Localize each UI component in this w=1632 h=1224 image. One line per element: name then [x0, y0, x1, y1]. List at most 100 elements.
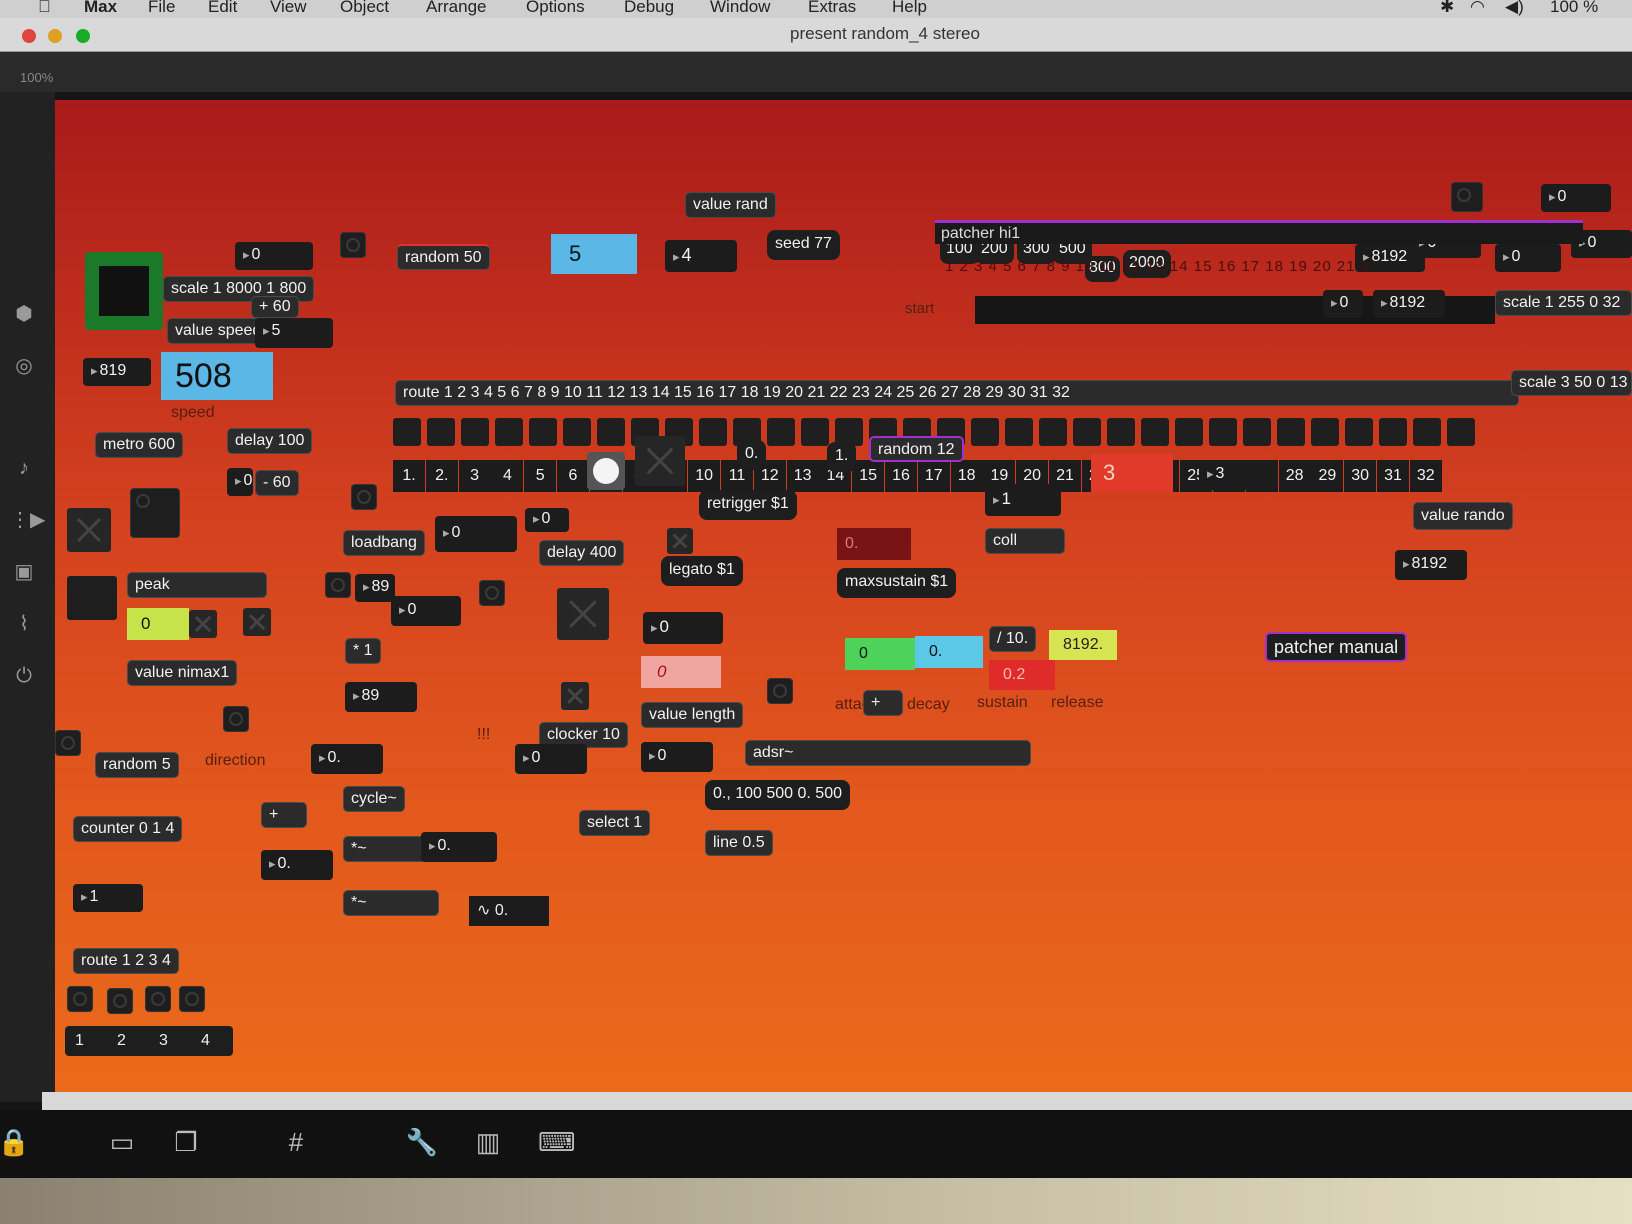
minimize-window-button[interactable]	[48, 29, 62, 43]
envelope-message[interactable]: 0., 100 500 0. 500	[705, 780, 850, 810]
route-32-object[interactable]: route 1 2 3 4 5 6 7 8 9 10 11 12 13 14 1…	[395, 380, 1519, 406]
preset-2000-message[interactable]: 2000	[1123, 250, 1171, 278]
value-rand-object[interactable]: value rand	[685, 192, 776, 218]
number-0-mid[interactable]: 0	[525, 508, 569, 532]
menu-help[interactable]: Help	[892, 0, 927, 16]
lock-icon[interactable]: 🔒	[0, 1127, 31, 1157]
loadbang-object[interactable]: loadbang	[343, 530, 425, 556]
peak-object[interactable]: peak	[127, 572, 267, 598]
peak-number[interactable]: 0	[127, 608, 189, 640]
presentation-icon[interactable]: ▭	[109, 1127, 135, 1157]
step-toggle[interactable]	[1039, 418, 1067, 446]
step-toggle[interactable]	[1005, 418, 1033, 446]
loadbang-number[interactable]: 0	[435, 516, 517, 552]
bang-random5[interactable]	[55, 730, 81, 756]
number-0-small[interactable]: 0	[227, 468, 253, 496]
legato-message[interactable]: legato $1	[661, 556, 743, 586]
toggle-clocker[interactable]	[561, 682, 589, 710]
battery-label[interactable]: 100 %	[1550, 0, 1599, 16]
number-819[interactable]: 819	[83, 358, 151, 386]
step-toggle[interactable]	[971, 418, 999, 446]
route-num-3[interactable]: 3	[159, 1032, 168, 1049]
bang-button[interactable]	[340, 232, 366, 258]
step-toggle[interactable]	[1277, 418, 1305, 446]
matrix-icon[interactable]	[67, 576, 117, 620]
number-3[interactable]: 3	[1199, 460, 1271, 490]
step-toggle[interactable]	[563, 418, 591, 446]
step-toggle[interactable]	[1345, 418, 1373, 446]
times-1-object[interactable]: * 1	[345, 638, 381, 664]
multiply-signal-1[interactable]: *~	[343, 836, 431, 862]
bang-white[interactable]	[587, 452, 625, 490]
menu-edit[interactable]: Edit	[208, 0, 238, 16]
number-0-b[interactable]: 0	[391, 596, 461, 626]
patcher-manual-object[interactable]: patcher manual	[1265, 632, 1408, 662]
grid-icon[interactable]: #	[288, 1127, 304, 1157]
multiply-signal-number[interactable]: 0.	[421, 832, 497, 862]
line-object[interactable]: line 0.5	[705, 830, 773, 856]
retrigger-message[interactable]: retrigger $1	[699, 490, 797, 520]
signal-number[interactable]: ∿ 0.	[469, 896, 549, 926]
toggle-mid-big[interactable]	[557, 588, 609, 640]
counter-object[interactable]: counter 0 1 4	[73, 816, 183, 842]
step-toggle[interactable]	[767, 418, 795, 446]
number-4[interactable]: 4	[665, 240, 737, 272]
number-top-left[interactable]: 0	[235, 242, 313, 270]
toggle-mid-x[interactable]	[635, 436, 685, 486]
keyboard-icon[interactable]: ⌨	[538, 1127, 576, 1157]
divide-10-object[interactable]: / 10.	[989, 626, 1037, 652]
step-number[interactable]: 1.	[393, 460, 425, 492]
bang-nimax[interactable]	[223, 706, 249, 732]
toggle-peak[interactable]	[189, 610, 217, 638]
number-89-b[interactable]: 89	[345, 682, 417, 712]
toggle-legato[interactable]	[667, 528, 693, 554]
route-bang-1[interactable]	[67, 986, 93, 1012]
value-length-object[interactable]: value length	[641, 702, 744, 728]
message-0dot[interactable]: 0.	[737, 440, 767, 470]
menu-file[interactable]: File	[148, 0, 176, 16]
step-number[interactable]: 18	[950, 460, 983, 492]
route-num-4[interactable]: 4	[201, 1032, 210, 1049]
plus-60-object[interactable]: + 60	[251, 296, 299, 318]
step-number[interactable]: 10	[688, 460, 721, 492]
piano-icon[interactable]: ▥	[475, 1127, 501, 1157]
bang-adsr[interactable]	[767, 678, 793, 704]
route-bang-2[interactable]	[107, 988, 133, 1014]
message-1dot[interactable]: 1.	[827, 442, 857, 472]
random-number-box[interactable]: 5	[551, 234, 637, 274]
seed-77-message[interactable]: seed 77	[767, 230, 840, 260]
plus-object[interactable]: +	[261, 802, 307, 828]
value-nimax1-object[interactable]: value nimax1	[127, 660, 238, 686]
speed-number[interactable]: 5	[255, 318, 333, 348]
menu-extras[interactable]: Extras	[808, 0, 857, 16]
toggle-x[interactable]	[67, 508, 111, 552]
scale-350-object[interactable]: scale 3 50 0 13	[1511, 370, 1632, 396]
patcher-hi1-object[interactable]: patcher hi1	[935, 220, 1583, 244]
toggle-big[interactable]	[85, 252, 163, 330]
step-toggle[interactable]	[699, 418, 727, 446]
select-1-object[interactable]: select 1	[579, 810, 651, 836]
volume-icon[interactable]: ◀)	[1505, 0, 1524, 16]
step-number[interactable]: 4	[491, 460, 524, 492]
step-number[interactable]: 16	[885, 460, 917, 492]
delay-100-object[interactable]: delay 100	[227, 428, 313, 454]
close-window-button[interactable]	[22, 29, 36, 43]
note-icon[interactable]: ♪	[19, 457, 29, 479]
step-toggle[interactable]	[1311, 418, 1339, 446]
step-number[interactable]: 17	[917, 460, 950, 492]
number-0-pink[interactable]: 0	[641, 656, 721, 688]
bang-right[interactable]	[1451, 182, 1483, 212]
toggle-peak-2[interactable]	[243, 608, 271, 636]
number-3-red[interactable]: 3	[1091, 454, 1173, 492]
zoom-level[interactable]: 100%	[20, 70, 54, 85]
horizontal-scrollbar[interactable]	[42, 1092, 1632, 1110]
wrench-icon[interactable]: 🔧	[405, 1127, 439, 1157]
step-number[interactable]: 31	[1377, 460, 1409, 492]
coll-object[interactable]: coll	[985, 528, 1065, 554]
random-5-object[interactable]: random 5	[95, 752, 179, 778]
play-steps-icon[interactable]: ⋮▶	[10, 509, 46, 531]
preset-800-message[interactable]: 800	[1085, 256, 1120, 282]
step-toggle[interactable]	[461, 418, 489, 446]
route-1234-object[interactable]: route 1 2 3 4	[73, 948, 179, 974]
window-stack-icon[interactable]: ❐	[174, 1127, 198, 1157]
